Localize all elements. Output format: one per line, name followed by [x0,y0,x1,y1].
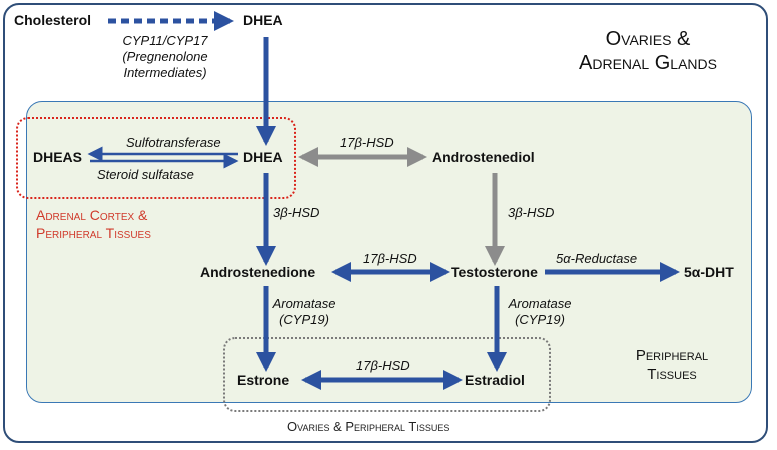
node-dheas: DHEAS [33,149,83,165]
enzyme-aromatase-right: Aromatase (CYP19) [500,296,580,328]
enzyme-cyp-line2: (Pregnenolone [122,49,208,64]
peripheral-title-line1: Peripheral [635,347,709,364]
enzyme-17b-hsd-middle: 17β-HSD [363,251,417,266]
ovaries-adrenal-title: Ovaries & Adrenal Glands [548,27,748,75]
node-androstenediol: Androstenediol [432,149,535,165]
enzyme-cyp-line1: CYP11/CYP17 [122,33,208,48]
ovaries-peripheral-title: Ovaries & Peripheral Tissues [287,419,450,434]
enzyme-3b-hsd-left: 3β-HSD [273,205,320,220]
adrenal-cortex-title: Adrenal Cortex & Peripheral Tissues [36,206,151,242]
ovaries-adrenal-title-line2: Adrenal Glands [579,52,717,74]
enzyme-aromatase-right-line2: (CYP19) [515,312,565,327]
enzyme-aromatase-left-line1: Aromatase [272,296,336,311]
enzyme-5a-reductase: 5α-Reductase [556,251,638,266]
node-5a-dht: 5α-DHT [684,264,734,280]
enzyme-sulfotransferase: Sulfotransferase [126,135,221,150]
enzyme-17b-hsd-bottom: 17β-HSD [356,358,410,373]
enzyme-cyp11-cyp17: CYP11/CYP17 (Pregnenolone Intermediates) [100,33,230,81]
peripheral-title-line2: Tissues [647,366,697,383]
node-estradiol: Estradiol [465,372,525,388]
enzyme-3b-hsd-right: 3β-HSD [508,205,555,220]
node-dhea-top: DHEA [243,12,283,28]
peripheral-tissues-title: Peripheral Tissues [612,346,732,384]
node-cholesterol: Cholesterol [14,12,92,28]
enzyme-17b-hsd-dhea-androstenediol: 17β-HSD [340,135,394,150]
enzyme-aromatase-left-line2: (CYP19) [279,312,329,327]
adrenal-cortex-title-line1: Adrenal Cortex & [36,207,148,223]
ovaries-peripheral-box [223,337,551,412]
enzyme-steroid-sulfatase: Steroid sulfatase [97,167,194,182]
node-estrone: Estrone [237,372,290,388]
node-dhea: DHEA [243,149,283,165]
enzyme-cyp-line3: Intermediates) [123,65,207,80]
enzyme-aromatase-right-line1: Aromatase [508,296,572,311]
ovaries-adrenal-title-line1: Ovaries & [605,28,691,50]
enzyme-aromatase-left: Aromatase (CYP19) [264,296,344,328]
node-testosterone: Testosterone [451,264,538,280]
adrenal-cortex-title-line2: Peripheral Tissues [36,225,151,241]
adrenal-cortex-box [16,117,296,199]
node-androstenedione: Androstenedione [200,264,316,280]
